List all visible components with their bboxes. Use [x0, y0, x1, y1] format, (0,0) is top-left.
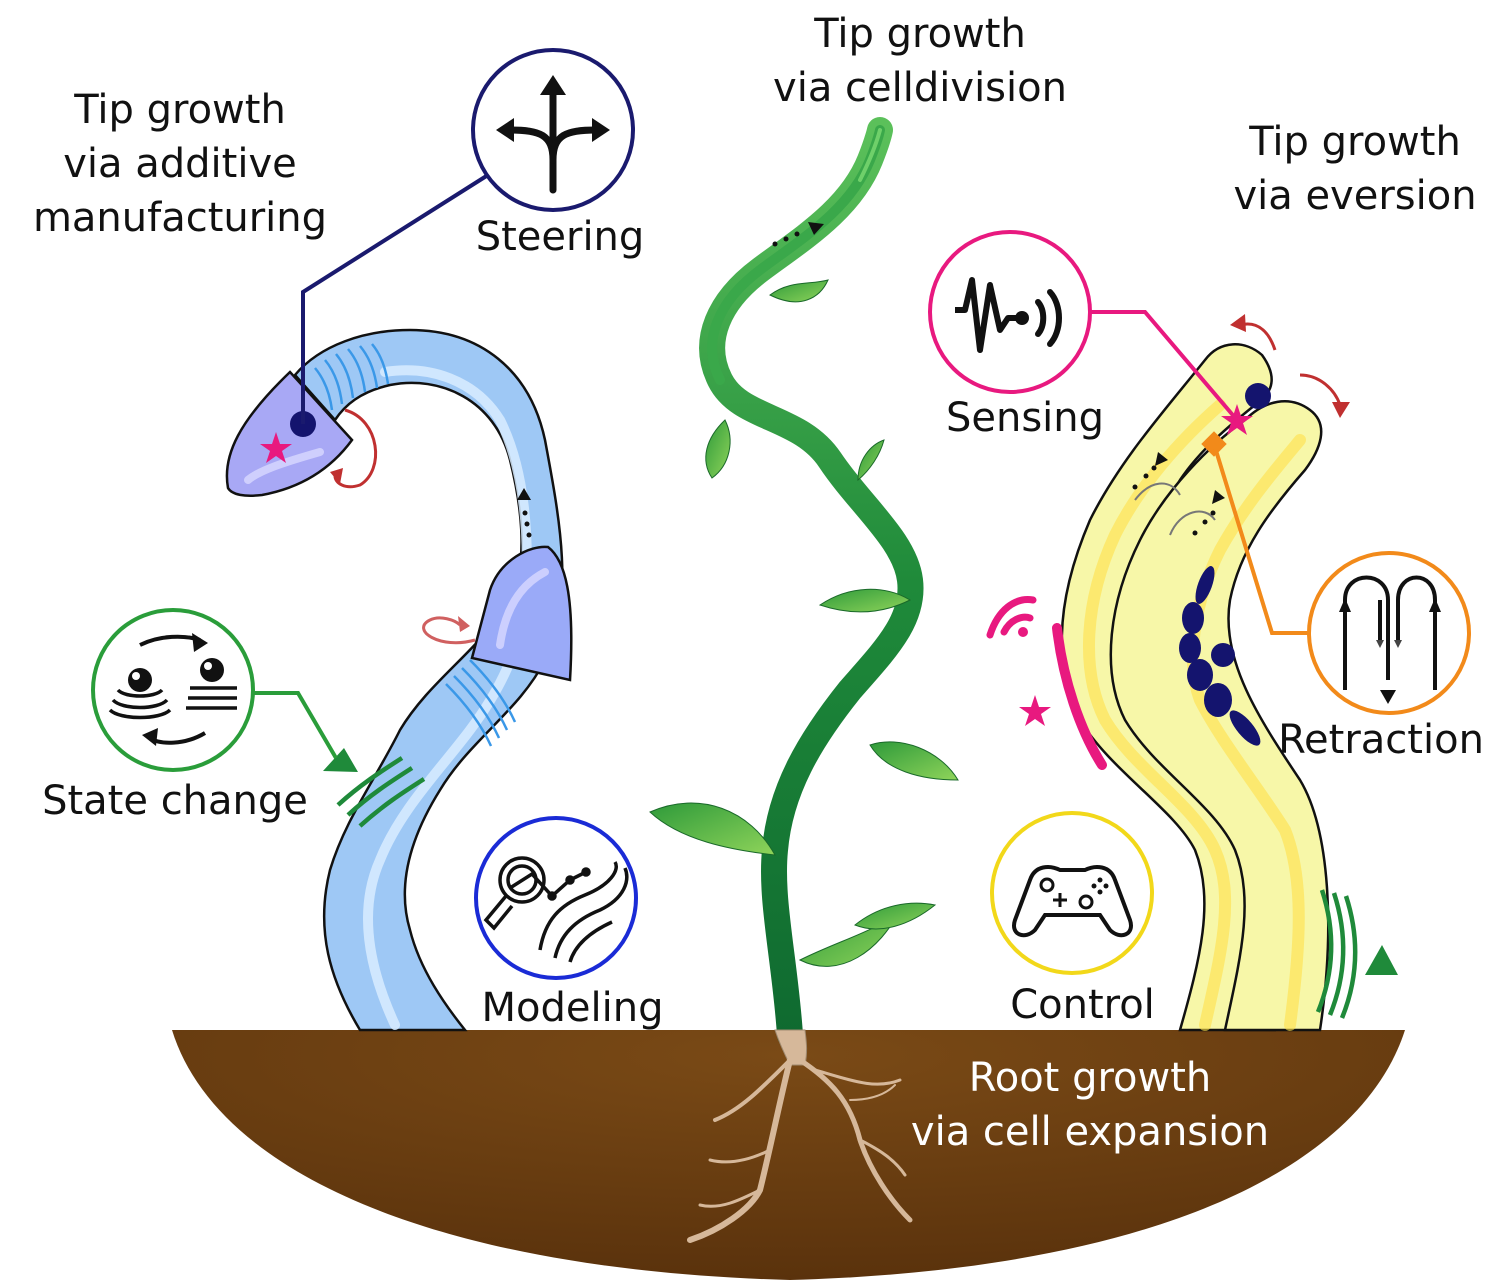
leaf	[857, 439, 885, 482]
tip-sensor-point	[1245, 383, 1271, 409]
retraction-leader	[1212, 443, 1309, 635]
leaf	[854, 902, 937, 930]
arrows-split-icon	[506, 86, 600, 194]
leaf	[869, 741, 959, 781]
modeling-badge	[474, 816, 638, 980]
state-change-marker	[323, 748, 358, 772]
root-growth-label: Root growth via cell expansion	[880, 1051, 1300, 1159]
control-label: Control	[1010, 982, 1155, 1028]
state-change-marker-right	[1365, 945, 1398, 975]
root-growth-line-1: Root growth	[968, 1055, 1212, 1101]
steering-leader	[301, 173, 490, 424]
additive-robot	[225, 328, 573, 1032]
gamepad-icon	[1012, 865, 1133, 938]
signal-wave-icon	[955, 277, 1022, 353]
soil	[172, 1030, 1405, 1280]
retraction-badge	[1307, 551, 1471, 715]
tip-celldivision-label: Tip growth via celldivision	[740, 7, 1100, 115]
retraction-label: Retraction	[1278, 717, 1484, 763]
tip-celldivision-line-1: Tip growth	[814, 11, 1026, 57]
sensing-strip	[1052, 623, 1107, 770]
tip-additive-line-1: Tip growth	[74, 87, 286, 133]
tip-celldivision-line-2: via celldivision	[773, 65, 1067, 111]
state-change-badge	[91, 608, 255, 772]
control-badge	[990, 811, 1154, 975]
tip-eversion-line-2: via eversion	[1233, 173, 1477, 219]
leaf	[705, 419, 731, 479]
tip-eversion-label: Tip growth via eversion	[1210, 115, 1500, 223]
root-growth-line-2: via cell expansion	[910, 1109, 1270, 1155]
state-change-leader	[253, 691, 338, 760]
steering-badge	[471, 48, 635, 212]
leaf	[649, 802, 776, 856]
tip-additive-line-3: manufacturing	[32, 195, 328, 241]
modeling-label: Modeling	[481, 985, 664, 1031]
tip-eversion-line-1: Tip growth	[1249, 119, 1461, 165]
sensing-leader	[1087, 310, 1239, 422]
printing-segment	[470, 545, 573, 682]
model-graph-icon	[483, 856, 629, 963]
tip-additive-label: Tip growth via additive manufacturing	[5, 83, 355, 245]
sensor-star	[260, 432, 292, 463]
plant	[649, 117, 959, 1243]
sensing-badge	[928, 230, 1092, 394]
sensing-label: Sensing	[945, 395, 1105, 441]
eversion-robot	[986, 314, 1398, 1032]
robot-tip-head	[225, 370, 354, 497]
state-change-label: State change	[42, 778, 308, 824]
tip-additive-line-2: via additive	[63, 141, 297, 187]
strip-sensor-star	[1019, 695, 1051, 726]
steering-label: Steering	[475, 214, 645, 260]
leaf	[818, 588, 912, 613]
leaf	[769, 279, 829, 303]
retraction-loop-icon	[1343, 575, 1437, 690]
phase-change-icon	[108, 633, 237, 746]
